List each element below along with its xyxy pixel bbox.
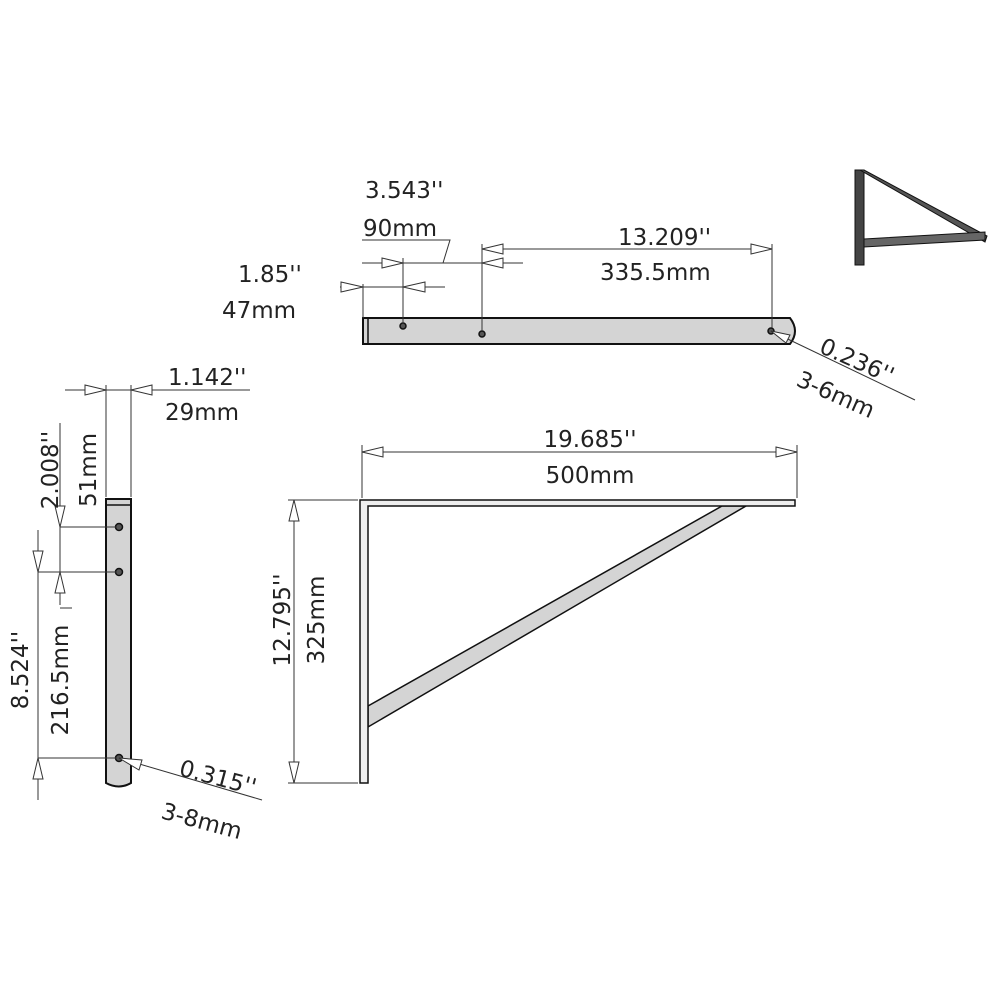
top-view: 1.85'' 47mm 3.543'' 90mm 13.209'' 335.5m… [222,178,916,424]
dim-label-inch: 3.543'' [365,178,444,204]
dim-label-mm: 216.5mm [48,625,74,736]
dim-label-inch: 0.315'' [176,756,259,801]
dimension-0-315: 0.315'' 3-8mm [118,756,263,845]
hole [114,522,124,532]
dim-label-inch: 2.008'' [38,431,64,510]
dimension-8-524: 8.524'' 216.5mm [8,530,116,800]
dimension-3-543: 3.543'' 90mm [362,178,523,269]
dimension-2-008: 2.008'' 51mm [38,423,116,609]
dim-label-mm: 3-8mm [158,799,244,845]
dimension-19-685: 19.685'' 500mm [361,427,798,498]
dim-label-mm: 500mm [546,463,635,489]
dimension-1-85: 1.85'' 47mm [222,262,445,324]
dimension-13-209: 13.209'' 335.5mm [481,225,773,286]
front-view: 19.685'' 500mm 12.795'' 325mm [270,427,798,784]
hole [114,567,124,577]
dim-label-inch: 1.142'' [168,365,247,391]
dim-label-mm: 47mm [222,298,296,324]
dimension-1-142: 1.142'' 29mm [65,365,250,497]
hole [478,330,486,338]
top-bar [362,317,796,345]
dim-label-inch: 1.85'' [238,262,302,288]
side-bar [105,498,132,788]
diagonal-brace [367,505,749,729]
dim-label-inch: 19.685'' [543,427,636,453]
dimension-12-795: 12.795'' 325mm [270,499,358,784]
dim-label-mm: 90mm [363,216,437,242]
dim-label-mm: 325mm [304,576,330,665]
dim-label-inch: 12.795'' [270,573,296,666]
bracket-3d-thumbnail [854,169,988,266]
l-bracket-frame [359,499,796,784]
dim-label-mm: 335.5mm [600,260,711,286]
dimension-0-236: 0.236'' 3-6mm [770,330,916,424]
side-view: 1.142'' 29mm 2.008'' 51mm 8.524'' 216.5m… [8,365,263,845]
dim-label-mm: 51mm [76,433,102,507]
dim-label-mm: 29mm [165,400,239,426]
dim-label-inch: 13.209'' [618,225,711,251]
dim-label-inch: 8.524'' [8,631,34,710]
